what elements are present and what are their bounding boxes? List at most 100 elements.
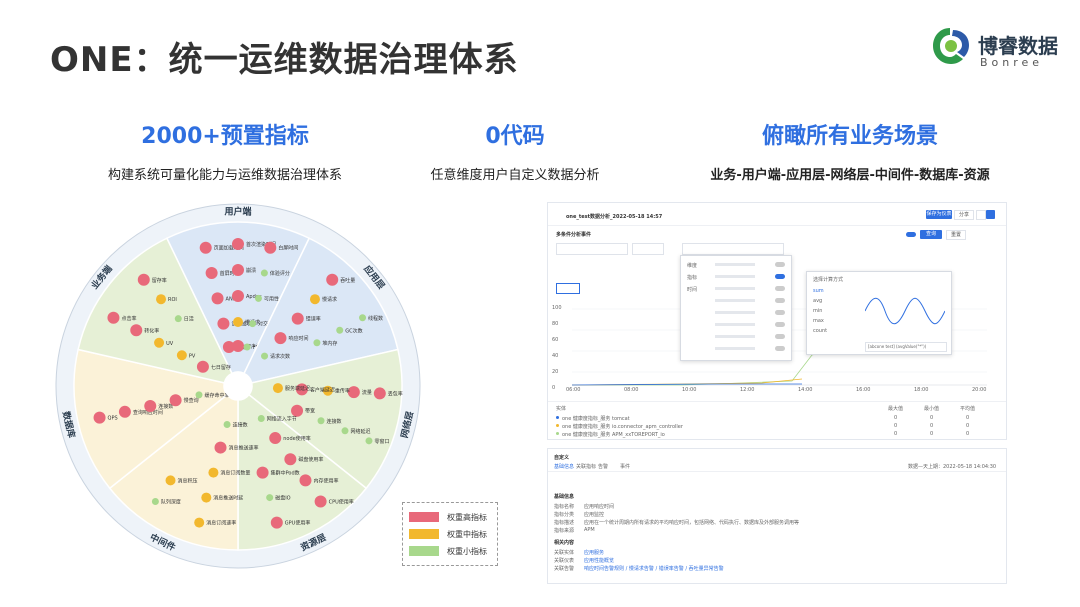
field-key: 关联实体 xyxy=(554,550,575,556)
metric-dot xyxy=(165,475,176,486)
filter-select[interactable] xyxy=(682,243,784,255)
metric-toggle[interactable] xyxy=(775,286,785,291)
dropdown-option[interactable] xyxy=(715,323,755,326)
dataset-select[interactable] xyxy=(556,243,628,255)
metric-label: 七日留存 xyxy=(211,364,231,371)
detail-time: 数据—天上期：2022-05-18 14:04:30 xyxy=(908,464,997,470)
fullscreen-icon[interactable] xyxy=(986,210,995,219)
column-nocode: 0代码 任意维度用户自定义数据分析 xyxy=(345,118,685,183)
metric-toggle[interactable] xyxy=(775,262,785,267)
metric-label: 吞吐量 xyxy=(340,277,355,284)
calc-method-popup[interactable]: 选择计算方式 [abcone test] (avgValue("*")) sum… xyxy=(806,271,952,355)
table-cell: 0 xyxy=(930,415,934,421)
detail-tab[interactable]: 关联指标 xyxy=(576,464,597,470)
query-button[interactable]: 查询 xyxy=(920,230,942,239)
metric-dot xyxy=(270,516,283,529)
metric-label: 点击率 xyxy=(121,315,136,322)
table-row-name: one 健康度指标_服务 tomcat xyxy=(562,416,630,422)
metric-label: 慢查询 xyxy=(184,397,199,404)
metric-label: 消息积压 xyxy=(178,477,198,484)
expression-input[interactable]: [abcone test] (avgValue("*")) xyxy=(865,342,947,352)
column-heading: 2000+预置指标 xyxy=(141,124,309,149)
metric-label: 日活 xyxy=(184,316,194,323)
detail-tab[interactable]: 事件 xyxy=(620,464,631,470)
x-tick: 18:00 xyxy=(914,387,929,393)
metric-label: 请求成功率 xyxy=(231,321,256,328)
dropdown-option[interactable] xyxy=(715,263,755,266)
column-metrics: 2000+预置指标 构建系统可量化能力与运维数据治理体系 xyxy=(55,118,395,183)
expression-text: [abcone test] (avgValue("*")) xyxy=(868,344,927,349)
metric-toggle[interactable] xyxy=(775,334,785,339)
metric-dot xyxy=(291,404,304,417)
metric-label: 客户端延迟 xyxy=(310,386,335,393)
metric-label: 线程数 xyxy=(368,315,383,322)
y-tick: 100 xyxy=(552,305,562,311)
detail-tab[interactable]: 基础信息 xyxy=(554,464,575,470)
metric-label: 体验评分 xyxy=(270,270,290,277)
field-link[interactable]: 应用服务 xyxy=(584,550,605,556)
calc-option: avg xyxy=(813,298,823,304)
save-dashboard-button[interactable]: 保存为仪表 xyxy=(926,210,952,219)
metric-toggle[interactable] xyxy=(775,322,785,327)
reset-button[interactable]: 重置 xyxy=(946,230,966,240)
field-key: 指标名称 xyxy=(554,504,575,510)
metric-dot xyxy=(261,352,269,360)
agg-select[interactable] xyxy=(632,243,664,255)
metric-toggle[interactable] xyxy=(775,274,785,279)
auto-refresh-toggle[interactable] xyxy=(906,232,916,237)
metric-toggle[interactable] xyxy=(775,310,785,315)
metric-label: 磁盘使用率 xyxy=(298,456,323,463)
add-condition-button[interactable] xyxy=(556,283,580,294)
metric-dot xyxy=(151,498,159,506)
table-header: 平均值 xyxy=(960,406,976,412)
share-button[interactable]: 分享 xyxy=(954,210,974,220)
settings-icon[interactable] xyxy=(976,210,986,220)
column-scenes: 俯瞰所有业务场景 业务-用户端-应用层-网络层-中间件-数据库-资源 xyxy=(680,118,1020,183)
calc-option: min xyxy=(813,308,823,314)
dropdown-option[interactable] xyxy=(715,335,755,338)
metric-dropdown[interactable]: 维度指标时间 xyxy=(680,255,792,361)
metric-label: QPS xyxy=(108,416,118,422)
field-value: 应用在一个统计周期内所有请求的平均响应时间，包括网络、代码执行、数据库及外部服务… xyxy=(584,520,800,526)
calc-option: sum xyxy=(813,288,824,294)
metric-label: PV xyxy=(189,353,196,359)
field-link[interactable]: 响应时间告警规则 / 慢请求告警 / 错误率告警 / 吞吐量异常告警 xyxy=(584,566,724,572)
metric-label: 消息推送时延 xyxy=(213,495,243,502)
field-value: 应用监控 xyxy=(584,512,605,518)
metric-label: 首次渲染时间 xyxy=(246,241,276,248)
y-tick: 20 xyxy=(552,369,559,375)
metric-dot xyxy=(201,492,212,503)
column-sub: 构建系统可量化能力与运维数据治理体系 xyxy=(107,168,342,183)
metric-label: 查询响应时间 xyxy=(133,409,163,416)
metric-dot xyxy=(313,339,321,347)
divider xyxy=(548,225,1006,226)
metric-label: ROI xyxy=(168,297,177,303)
dropdown-option[interactable] xyxy=(715,311,755,314)
field-link[interactable]: 应用性能概览 xyxy=(584,558,615,564)
dropdown-option[interactable] xyxy=(715,347,755,350)
legend-low: 权重小指标 xyxy=(409,545,487,557)
legend-swatch xyxy=(409,512,439,522)
table-row-name: one 健康度指标_服务 io.connector_apm_controller xyxy=(562,424,683,430)
metric-toggle[interactable] xyxy=(775,346,785,351)
table-header: 最大值 xyxy=(888,406,904,412)
dropdown-option[interactable] xyxy=(715,299,755,302)
x-tick: 10:00 xyxy=(682,387,697,393)
metric-label: 内存使用率 xyxy=(313,477,338,484)
detail-title: 自定义 xyxy=(554,455,570,461)
detail-tab[interactable]: 告警 xyxy=(598,464,609,470)
dropdown-option[interactable] xyxy=(715,275,755,278)
divider xyxy=(548,401,1006,402)
metric-dot xyxy=(314,495,327,508)
analysis-dashboard: one_test数据分析_2022-05-18 14:57 保存为仪表 分享 多… xyxy=(547,202,1007,440)
panel-title: 多条件分析事件 xyxy=(556,232,592,238)
metric-dot xyxy=(272,383,283,394)
column-heading: 俯瞰所有业务场景 xyxy=(761,124,938,149)
metric-label: 连接数 xyxy=(158,403,173,410)
dropdown-option[interactable] xyxy=(715,287,755,290)
legend-label: 权重中指标 xyxy=(447,529,487,539)
metric-label: 缓存命中率 xyxy=(205,392,230,399)
section-basic: 基础信息 xyxy=(554,494,575,500)
metric-label: 慢请求 xyxy=(322,296,337,303)
metric-toggle[interactable] xyxy=(775,298,785,303)
